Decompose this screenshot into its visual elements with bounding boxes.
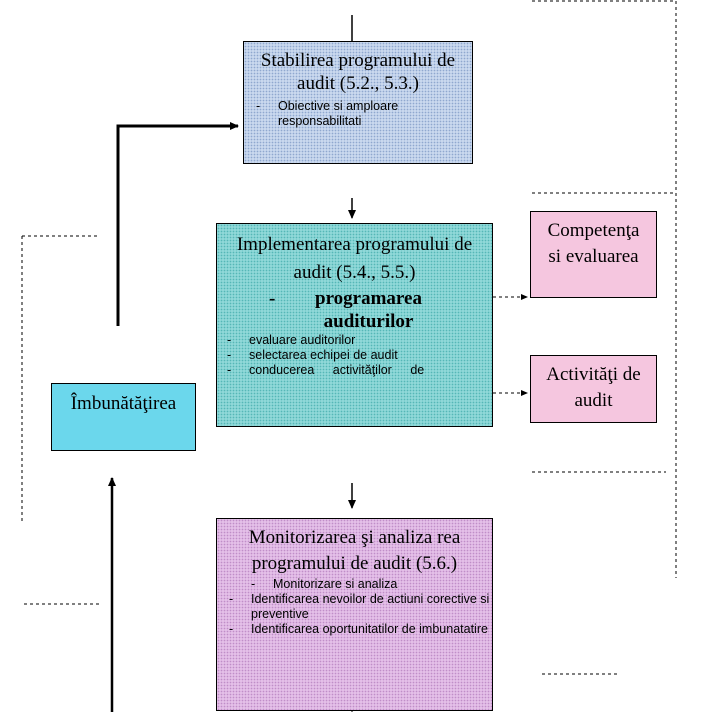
box-competenta: Competenţa si evaluarea — [530, 211, 657, 298]
monitorizarea-bullet-3: -Identificarea oportunitatilor de imbuna… — [229, 622, 488, 636]
monitorizarea-bullet-2: -Identificarea nevoilor de actiuni corec… — [229, 592, 490, 621]
box-imbunatatire: Îmbunătăţirea — [51, 383, 196, 451]
box-implementarea: Implementarea programului de audit (5.4.… — [216, 223, 493, 427]
monitorizarea-title: Monitorizarea şi analiza rea programului… — [248, 527, 461, 574]
implementarea-title: Implementarea programului de audit (5.4.… — [236, 234, 473, 283]
dashed-frame — [21, 0, 677, 675]
competenta-text: Competenţa si evaluarea — [547, 220, 640, 267]
implementarea-bullet-2: -selectarea echipei de audit — [227, 348, 398, 362]
activitati-text: Activităţi de audit — [546, 364, 641, 411]
box-monitorizarea: Monitorizarea şi analiza rea programului… — [216, 518, 493, 711]
stabilirea-bullet-1: -Obiective si amploare — [256, 99, 399, 113]
imbunatatire-text: Îmbunătăţirea — [70, 393, 177, 414]
implementarea-subtitle: - programarea auditurilor — [269, 288, 422, 332]
stabilirea-title: Stabilirea programului de audit (5.2., 5… — [260, 50, 456, 94]
box-activitati: Activităţi de audit — [530, 355, 657, 423]
monitorizarea-bullet-1: -Monitorizare si analiza — [251, 577, 398, 591]
arrow-imbunatatire-to-stabilirea — [116, 122, 239, 326]
implementarea-bullet-1: -evaluare auditorilor — [227, 333, 356, 347]
box-stabilirea: Stabilirea programului de audit (5.2., 5… — [243, 41, 473, 164]
stabilirea-bullet-2: responsabilitati — [278, 114, 362, 128]
implementarea-bullet-3: -conducerea activităţilor de — [227, 363, 425, 377]
